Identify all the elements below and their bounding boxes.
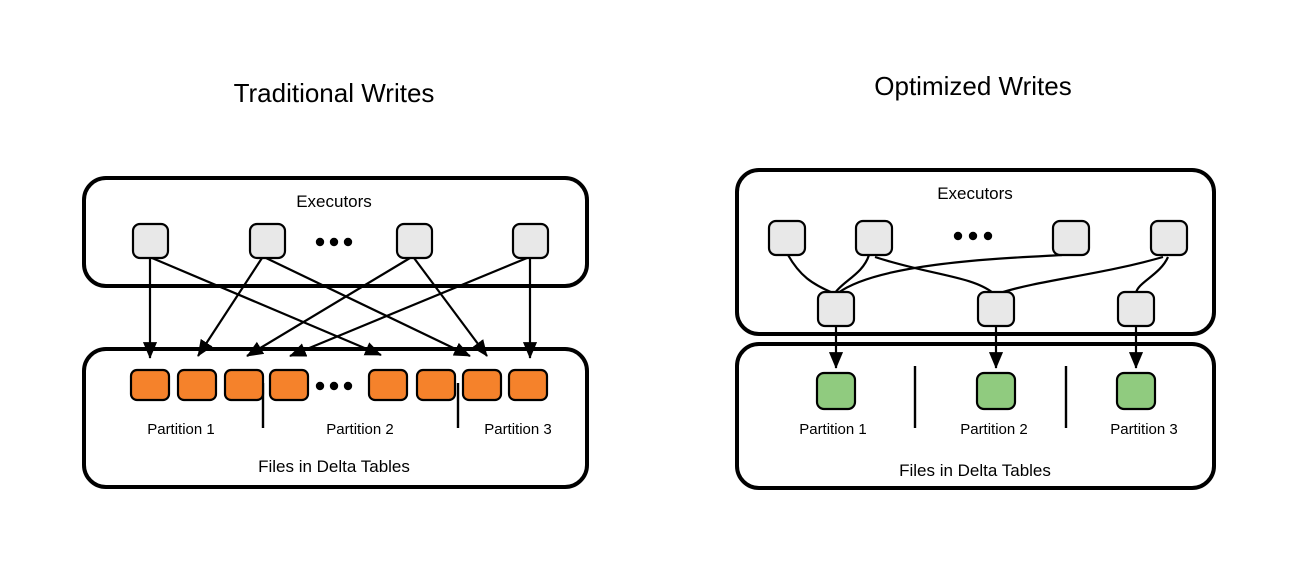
file-box[interactable] <box>815 371 857 411</box>
write-edge <box>197 257 263 357</box>
executors-ellipsis-icon <box>315 237 353 247</box>
files-footer-label: Files in Delta Tables <box>899 461 1051 480</box>
executors-label: Executors <box>937 184 1013 203</box>
write-edges-optimized <box>828 326 1144 369</box>
executors-container-traditional: Executors <box>82 176 589 288</box>
files-ellipsis-icon <box>315 381 353 391</box>
write-edge <box>413 257 488 357</box>
partition-label: Partition 3 <box>1110 421 1178 438</box>
partition-label: Partition 1 <box>147 421 215 438</box>
panel-title-optimized: Optimized Writes <box>874 71 1071 101</box>
partition-label: Partition 2 <box>326 421 394 438</box>
file-box[interactable] <box>975 371 1017 411</box>
executor-node[interactable] <box>395 222 434 260</box>
partition-label: Partition 3 <box>484 421 552 438</box>
writer-nodes-optimized <box>816 290 1156 328</box>
file-box[interactable] <box>461 368 503 402</box>
file-boxes-optimized <box>815 371 1157 411</box>
panel-title-traditional: Traditional Writes <box>234 78 435 108</box>
executor-node[interactable] <box>248 222 287 260</box>
write-edge <box>289 256 528 358</box>
write-edge <box>151 256 382 357</box>
writer-node[interactable] <box>1116 290 1156 328</box>
writer-node[interactable] <box>816 290 856 328</box>
executor-node[interactable] <box>767 219 807 257</box>
shuffle-edges-optimized <box>787 253 1170 295</box>
file-box[interactable] <box>223 368 265 402</box>
executors-ellipsis-icon <box>953 231 993 241</box>
partition-labels-optimized: Partition 1 Partition 2 Partition 3 <box>799 421 1178 438</box>
shuffle-edge <box>787 254 834 295</box>
shuffle-edge <box>834 254 871 294</box>
files-container-optimized: Files in Delta Tables <box>735 342 1216 490</box>
executor-node[interactable] <box>854 219 894 257</box>
executor-node[interactable] <box>511 222 550 260</box>
shuffle-edge <box>837 253 1063 294</box>
partition-label: Partition 2 <box>960 421 1028 438</box>
writer-node[interactable] <box>976 290 1016 328</box>
file-box[interactable] <box>415 368 457 402</box>
executor-nodes-traditional <box>131 222 550 260</box>
partition-label: Partition 1 <box>799 421 867 438</box>
shuffle-edge <box>1134 256 1170 294</box>
executor-node[interactable] <box>131 222 170 260</box>
file-box[interactable] <box>268 368 310 402</box>
executors-container-optimized: Executors <box>735 168 1216 336</box>
executors-group-box <box>735 168 1216 336</box>
file-boxes-traditional <box>129 368 549 402</box>
file-box[interactable] <box>176 368 218 402</box>
write-edge <box>246 257 411 357</box>
executor-nodes-optimized <box>767 219 1189 257</box>
files-footer-label: Files in Delta Tables <box>258 457 410 476</box>
executor-node[interactable] <box>1149 219 1189 257</box>
executor-node[interactable] <box>1051 219 1091 257</box>
write-edges-traditional <box>142 256 538 359</box>
file-box[interactable] <box>1115 371 1157 411</box>
executors-label: Executors <box>296 192 372 211</box>
executors-group-box <box>82 176 589 288</box>
panel-traditional: Traditional Writes Executors Files in De… <box>82 78 589 489</box>
shuffle-edge <box>999 255 1164 295</box>
files-group-box <box>735 342 1216 490</box>
file-box[interactable] <box>367 368 409 402</box>
file-box[interactable] <box>129 368 171 402</box>
partition-dividers-optimized <box>913 366 1068 428</box>
write-edge <box>265 257 471 357</box>
panel-optimized: Optimized Writes Executors Files in Delt… <box>735 71 1216 490</box>
shuffle-edge <box>874 255 994 294</box>
partition-labels-traditional: Partition 1 Partition 2 Partition 3 <box>147 421 552 438</box>
file-box[interactable] <box>507 368 549 402</box>
